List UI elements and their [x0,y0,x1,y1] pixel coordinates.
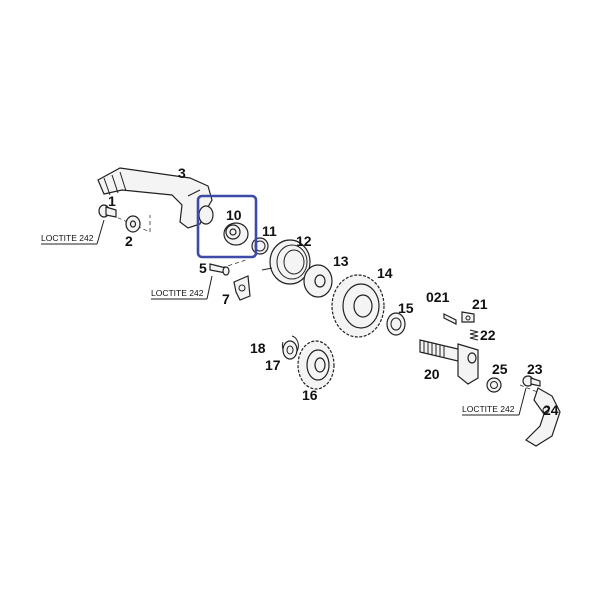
highlight-box-part-10 [196,194,258,259]
screw-part-23[interactable] [522,375,541,387]
label-part-24: 24 [543,402,559,418]
loctite-note-2: LOCTITE 242 [151,288,204,298]
label-part-23: 23 [527,361,543,377]
washer-part-17[interactable] [282,340,298,360]
label-part-15: 15 [398,300,414,316]
gear-part-16[interactable] [297,340,335,390]
label-part-11: 11 [262,223,277,239]
label-part-1: 1 [108,193,116,209]
loctite-note-3: LOCTITE 242 [462,404,515,414]
label-part-18: 18 [250,340,266,356]
label-part-7: 7 [222,291,230,307]
ring-part-11[interactable] [251,237,269,255]
label-part-3: 3 [178,165,186,181]
label-part-12: 12 [296,233,312,249]
label-part-10: 10 [226,207,242,223]
guide-plate-part-24[interactable] [525,387,561,447]
needle-bearing-part-15[interactable] [386,312,406,336]
label-part-5: 5 [199,260,207,276]
clip-part-21[interactable] [461,311,475,323]
label-part-13: 13 [333,253,349,269]
screw-part-5[interactable] [209,263,230,276]
loctite-notes: LOCTITE 242 LOCTITE 242 LOCTITE 242 [41,219,527,416]
washer-part-2[interactable] [125,215,141,233]
pin-part-021[interactable] [443,313,457,325]
clip-part-7[interactable] [233,275,251,301]
shaft-part-20[interactable] [419,339,479,385]
loctite-note-1: LOCTITE 242 [41,233,94,243]
spring-part-22[interactable] [469,329,479,341]
washer-part-25[interactable] [486,377,502,393]
label-part-22: 22 [480,327,496,343]
label-part-17: 17 [265,357,281,373]
gear-part-14[interactable] [331,274,385,338]
label-part-25: 25 [492,361,508,377]
label-part-021: 021 [426,289,450,305]
washer-part-13[interactable] [303,264,333,298]
label-part-20: 20 [424,366,440,382]
label-part-16: 16 [302,387,318,403]
bolt-part-1[interactable] [98,204,117,218]
label-part-14: 14 [377,265,393,281]
spring-part-12[interactable] [261,239,311,285]
part-labels: 1 2 3 5 7 10 11 12 13 14 15 16 17 18 20 … [108,165,559,418]
label-part-2: 2 [125,233,133,249]
label-part-21: 21 [472,296,488,312]
bushing-part-10[interactable] [223,222,249,246]
